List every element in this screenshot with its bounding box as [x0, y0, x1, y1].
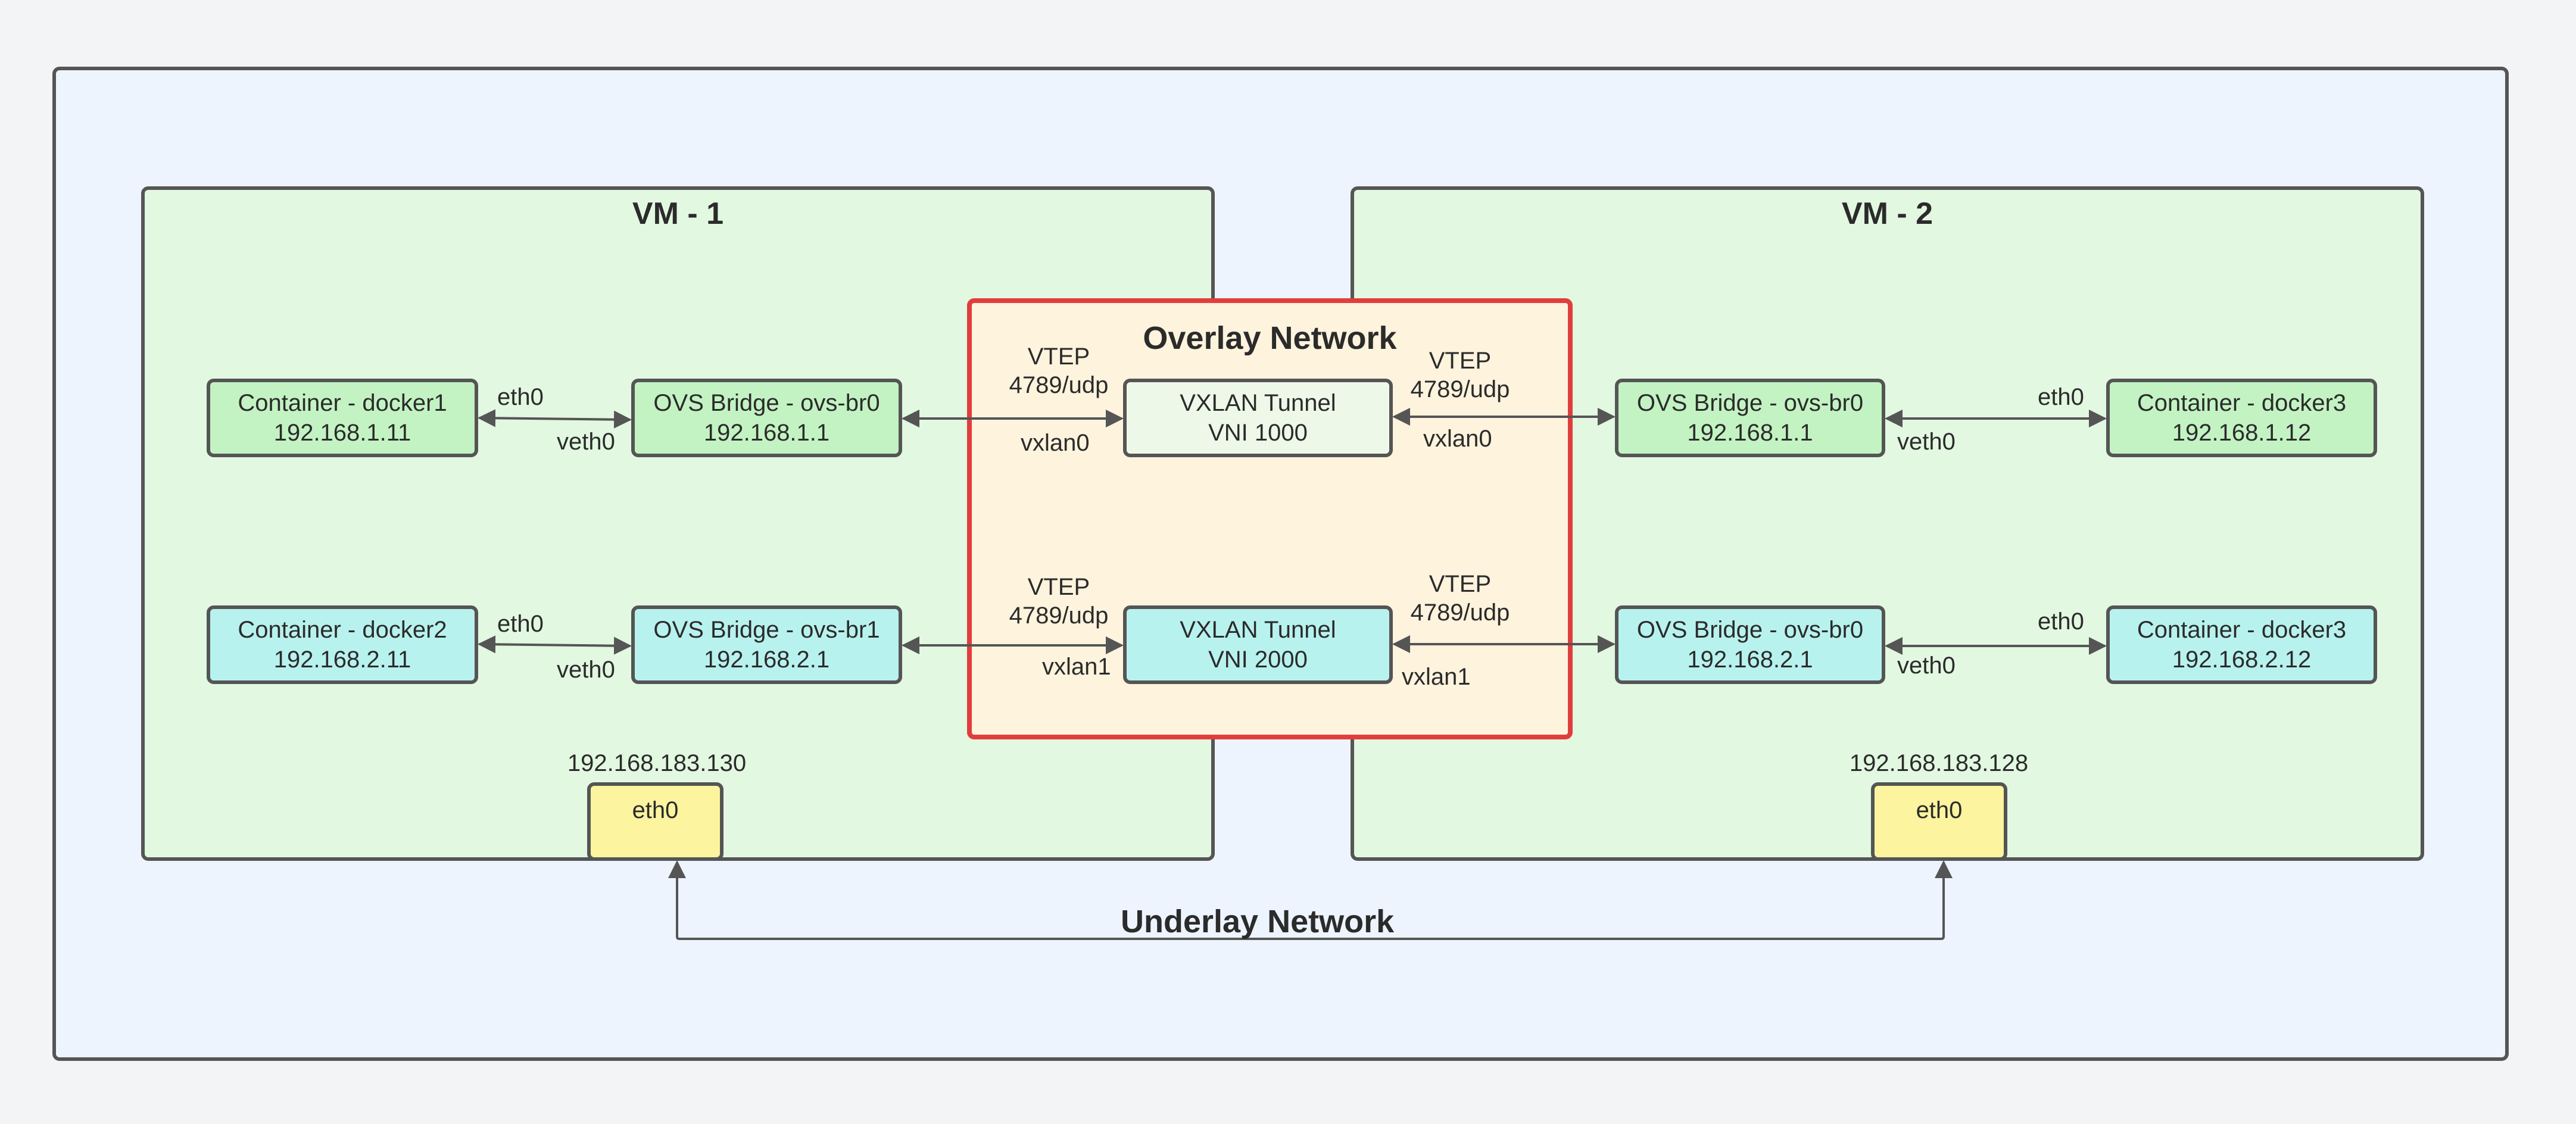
node-name: Container - docker3	[2137, 617, 2347, 643]
node-name: OVS Bridge - ovs-br1	[653, 617, 880, 643]
vm1-eth0-nic: eth0	[587, 782, 723, 861]
vm2-title: VM - 2	[1841, 196, 1933, 231]
vxlan1-label-right: vxlan1	[1402, 664, 1471, 690]
vtep-label: VTEP	[1027, 574, 1090, 600]
eth0-label: eth0	[2038, 608, 2084, 635]
node-name: Container - docker3	[2137, 390, 2347, 416]
node-name: Container - docker2	[238, 617, 447, 643]
vtep-port: 4789/udp	[1410, 600, 1510, 626]
veth0-label: veth0	[1897, 429, 1956, 455]
eth0-label: eth0	[497, 611, 544, 637]
vm1-nic-ip: 192.168.183.130	[567, 750, 747, 776]
container-docker2: Container - docker2 192.168.2.11	[207, 605, 478, 684]
tunnel-vni: VNI 1000	[1208, 420, 1308, 446]
vtep-left-2: VTEP 4789/udp	[1005, 573, 1112, 630]
node-name: OVS Bridge - ovs-br0	[653, 390, 880, 416]
node-ip: 192.168.2.12	[2172, 647, 2312, 673]
vm1-title: VM - 1	[632, 196, 724, 231]
node-ip: 192.168.2.1	[1687, 647, 1813, 673]
underlay-link	[668, 860, 1953, 940]
ovs-bridge-ovs-br0-vm1: OVS Bridge - ovs-br0 192.168.1.1	[631, 379, 902, 457]
ovs-bridge-ovs-br0-vm2: OVS Bridge - ovs-br0 192.168.1.1	[1615, 379, 1885, 457]
container-docker3-b: Container - docker3 192.168.2.12	[2106, 605, 2377, 684]
eth0-label: eth0	[2038, 384, 2084, 410]
container-docker1: Container - docker1 192.168.1.11	[207, 379, 478, 457]
vtep-label: VTEP	[1027, 344, 1090, 370]
vxlan0-label-left: vxlan0	[1021, 430, 1090, 456]
vxlan0-label-right: vxlan0	[1423, 426, 1492, 452]
node-name: Container - docker1	[238, 390, 447, 416]
nic-name: eth0	[1916, 797, 1963, 823]
vtep-right-2: VTEP 4789/udp	[1406, 570, 1514, 627]
underlay-network-title: Underlay Network	[1121, 904, 1395, 939]
vm2-eth0-nic: eth0	[1871, 782, 2007, 861]
node-name: OVS Bridge - ovs-br0	[1636, 617, 1864, 643]
node-ip: 192.168.1.1	[703, 420, 830, 446]
node-ip: 192.168.1.12	[2172, 420, 2312, 446]
vtep-label: VTEP	[1429, 571, 1492, 597]
node-ip: 192.168.1.11	[273, 420, 411, 446]
link-docker1-ovsbr0	[478, 409, 632, 429]
tunnel-vni: VNI 2000	[1208, 647, 1308, 673]
vm2-nic-ip: 192.168.183.128	[1849, 750, 2029, 776]
vtep-left-1: VTEP 4789/udp	[1005, 342, 1112, 399]
vtep-label: VTEP	[1429, 348, 1492, 374]
eth0-label: eth0	[497, 384, 544, 410]
overlay-network-title: Overlay Network	[1143, 320, 1397, 356]
veth0-label: veth0	[557, 657, 615, 683]
vxlan-tunnel-vni-2000: VXLAN Tunnel VNI 2000	[1123, 605, 1393, 684]
node-ip: 192.168.2.11	[273, 647, 411, 673]
vtep-port: 4789/udp	[1410, 376, 1510, 402]
vtep-port: 4789/udp	[1009, 602, 1109, 629]
node-name: OVS Bridge - ovs-br0	[1636, 390, 1864, 416]
tunnel-name: VXLAN Tunnel	[1180, 390, 1336, 416]
vxlan-tunnel-vni-1000: VXLAN Tunnel VNI 1000	[1123, 379, 1393, 457]
ovs-bridge-ovs-br1-vm1: OVS Bridge - ovs-br1 192.168.2.1	[631, 605, 902, 684]
link-docker2-ovsbr1	[478, 635, 632, 655]
nic-name: eth0	[632, 797, 679, 823]
vtep-right-1: VTEP 4789/udp	[1406, 346, 1514, 404]
node-ip: 192.168.1.1	[1687, 420, 1813, 446]
ovs-bridge-ovs-br0-vm2-b: OVS Bridge - ovs-br0 192.168.2.1	[1615, 605, 1885, 684]
veth0-label: veth0	[1897, 652, 1956, 679]
veth0-label: veth0	[557, 429, 615, 455]
container-docker3: Container - docker3 192.168.1.12	[2106, 379, 2377, 457]
vxlan1-label-left: vxlan1	[1042, 654, 1111, 680]
node-ip: 192.168.2.1	[703, 647, 830, 673]
vtep-port: 4789/udp	[1009, 372, 1109, 398]
tunnel-name: VXLAN Tunnel	[1180, 617, 1336, 643]
